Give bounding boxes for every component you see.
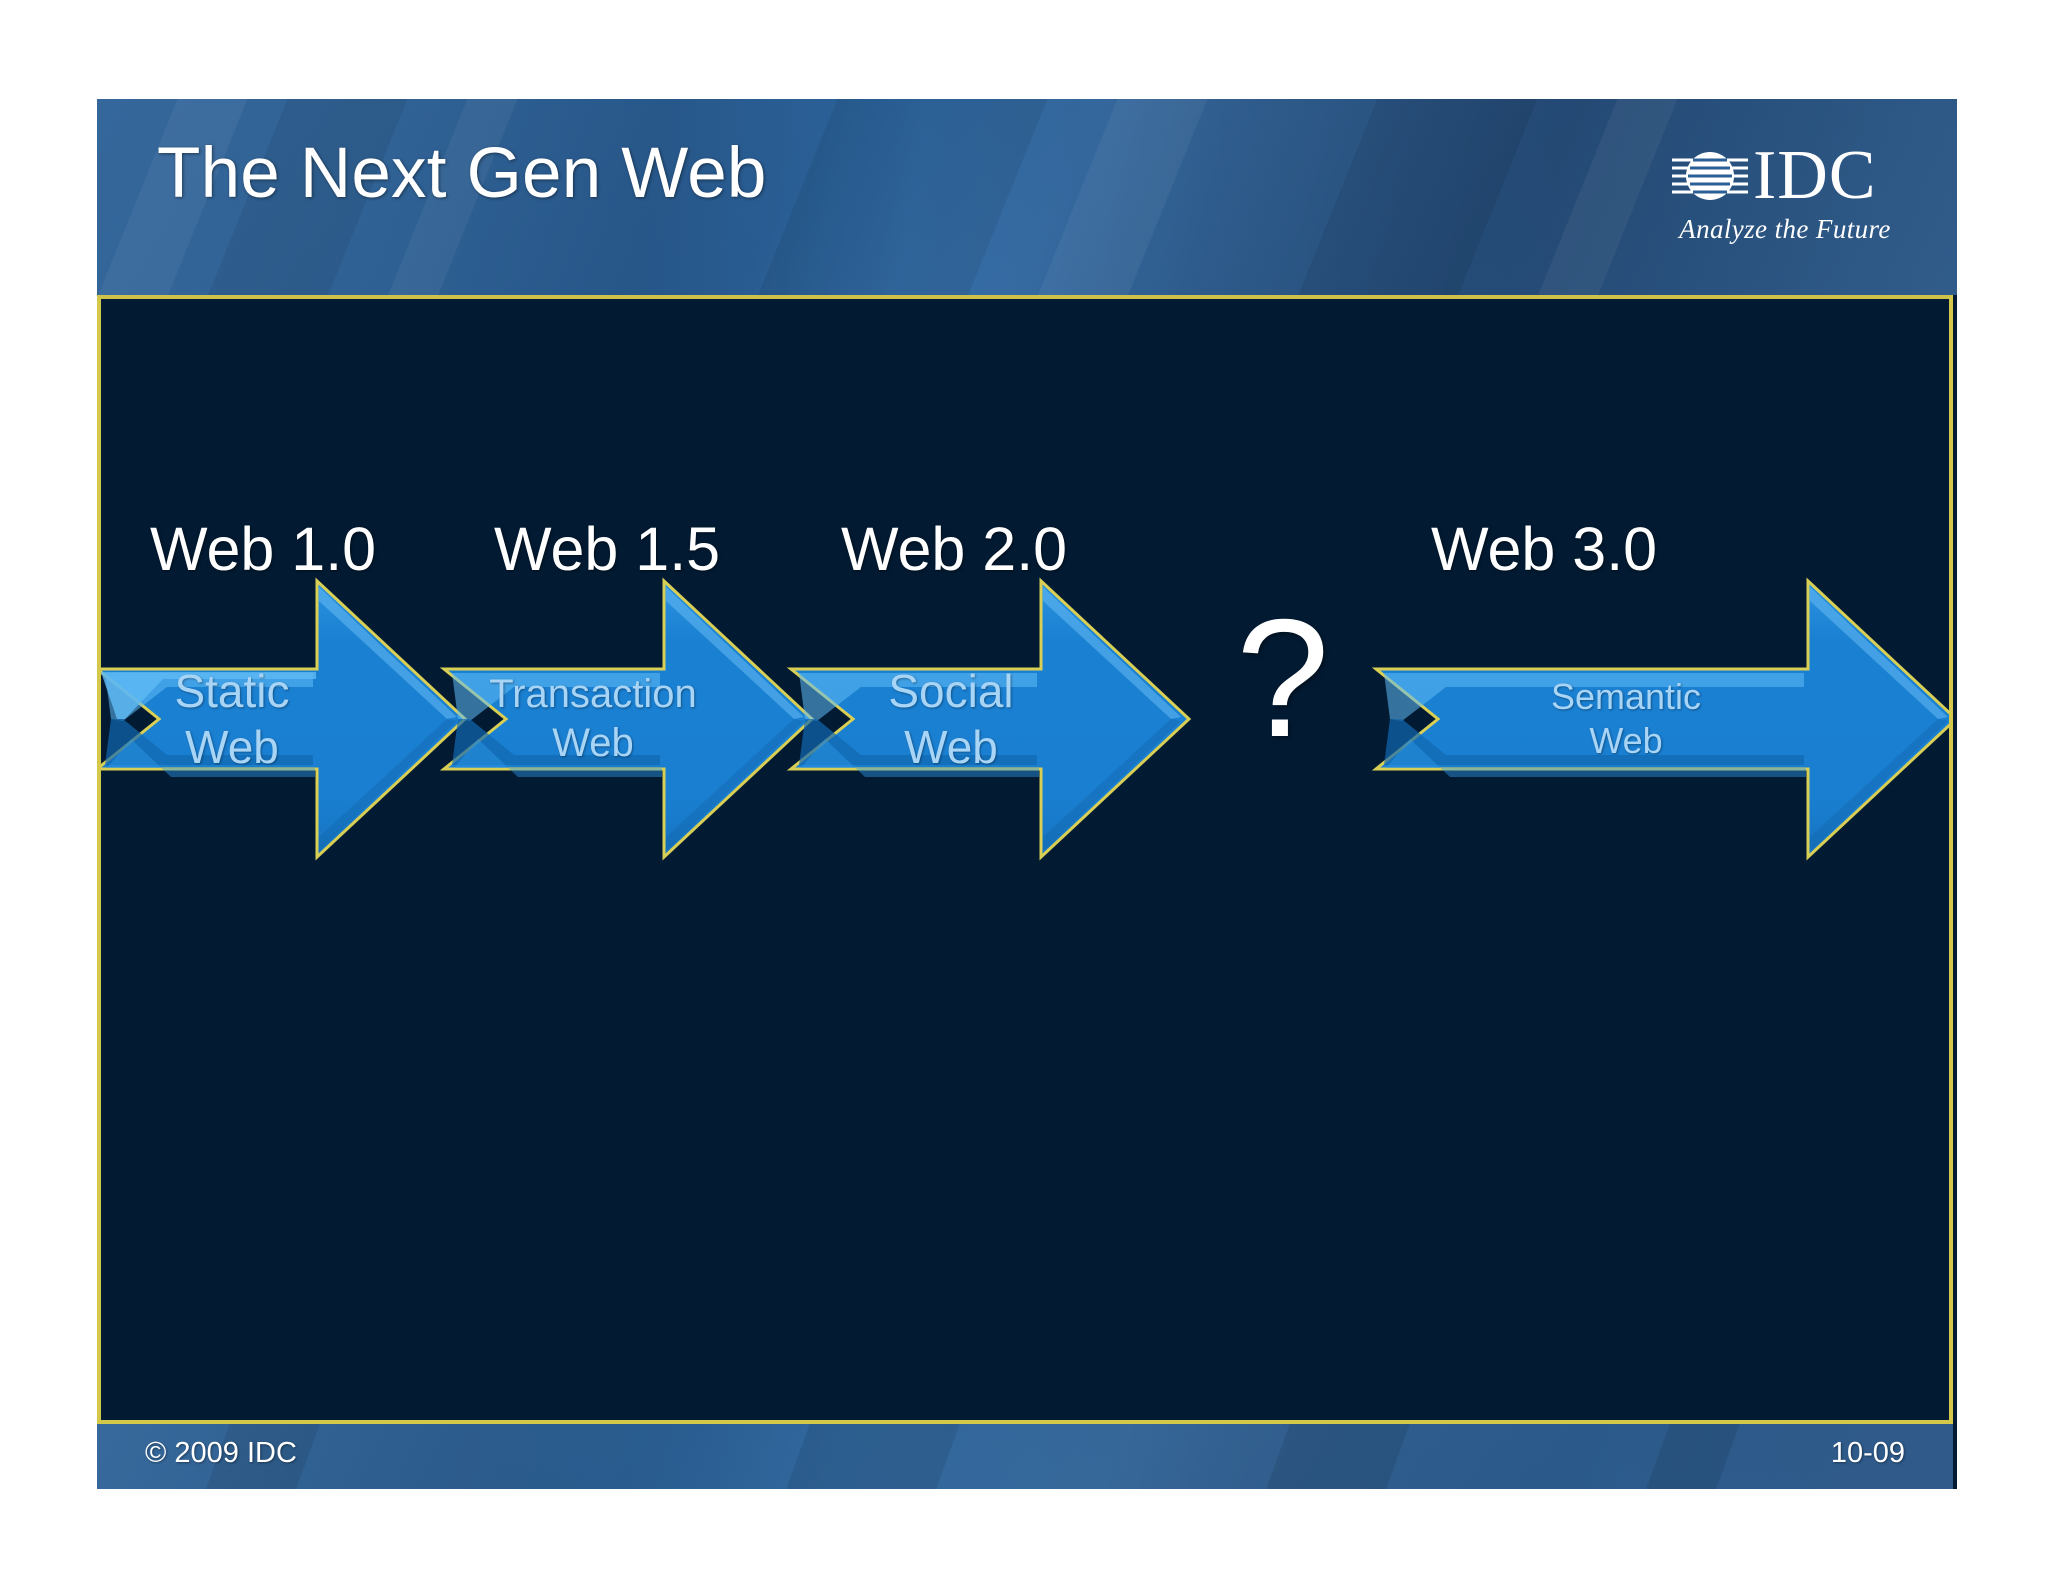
diagram-stage: Web 1.0 Web 1.5 Web 2.0 Web 3.0	[101, 299, 1949, 1420]
chevron-arrow-semantic-web: Semantic Web	[1371, 569, 1949, 869]
footer-texture-streak	[1640, 1424, 1744, 1489]
question-mark-marker: ?	[1236, 584, 1330, 772]
header-texture-streak	[1524, 99, 1690, 295]
idc-tagline: Analyze the Future	[1679, 214, 1891, 244]
striped-globe-icon	[1672, 152, 1748, 200]
footer-texture-streak	[1260, 1424, 1414, 1489]
stage-label-web-2-0: Web 2.0	[841, 515, 1068, 583]
footer-page-code: 10-09	[1830, 1437, 1905, 1469]
footer-copyright: © 2009 IDC	[145, 1437, 297, 1469]
idc-logo: IDC Analyze the Future	[1671, 136, 1899, 254]
chevron-arrow-static-web: Static Web	[101, 569, 468, 869]
chevron-arrow-social-web: Social Web	[786, 569, 1192, 869]
stage-label-web-1-5: Web 1.5	[494, 515, 721, 583]
idc-wordmark: IDC	[1753, 137, 1877, 214]
footer-texture-streak	[780, 1424, 964, 1489]
stage-label-web-3-0: Web 3.0	[1431, 515, 1658, 583]
chevron-arrow-transaction-web: Transaction Web	[439, 569, 815, 869]
slide-footer: © 2009 IDC 10-09	[97, 1424, 1953, 1489]
header-texture-streak	[744, 99, 1060, 295]
header-texture-streak	[1284, 99, 1550, 295]
slide-canvas: The Next Gen Web	[97, 99, 1957, 1489]
slide-header: The Next Gen Web	[97, 99, 1957, 295]
page-title: The Next Gen Web	[157, 134, 767, 213]
stage-label-web-1-0: Web 1.0	[150, 515, 377, 583]
header-texture-streak	[1024, 99, 1220, 295]
slide-content: Web 1.0 Web 1.5 Web 2.0 Web 3.0	[97, 295, 1953, 1424]
